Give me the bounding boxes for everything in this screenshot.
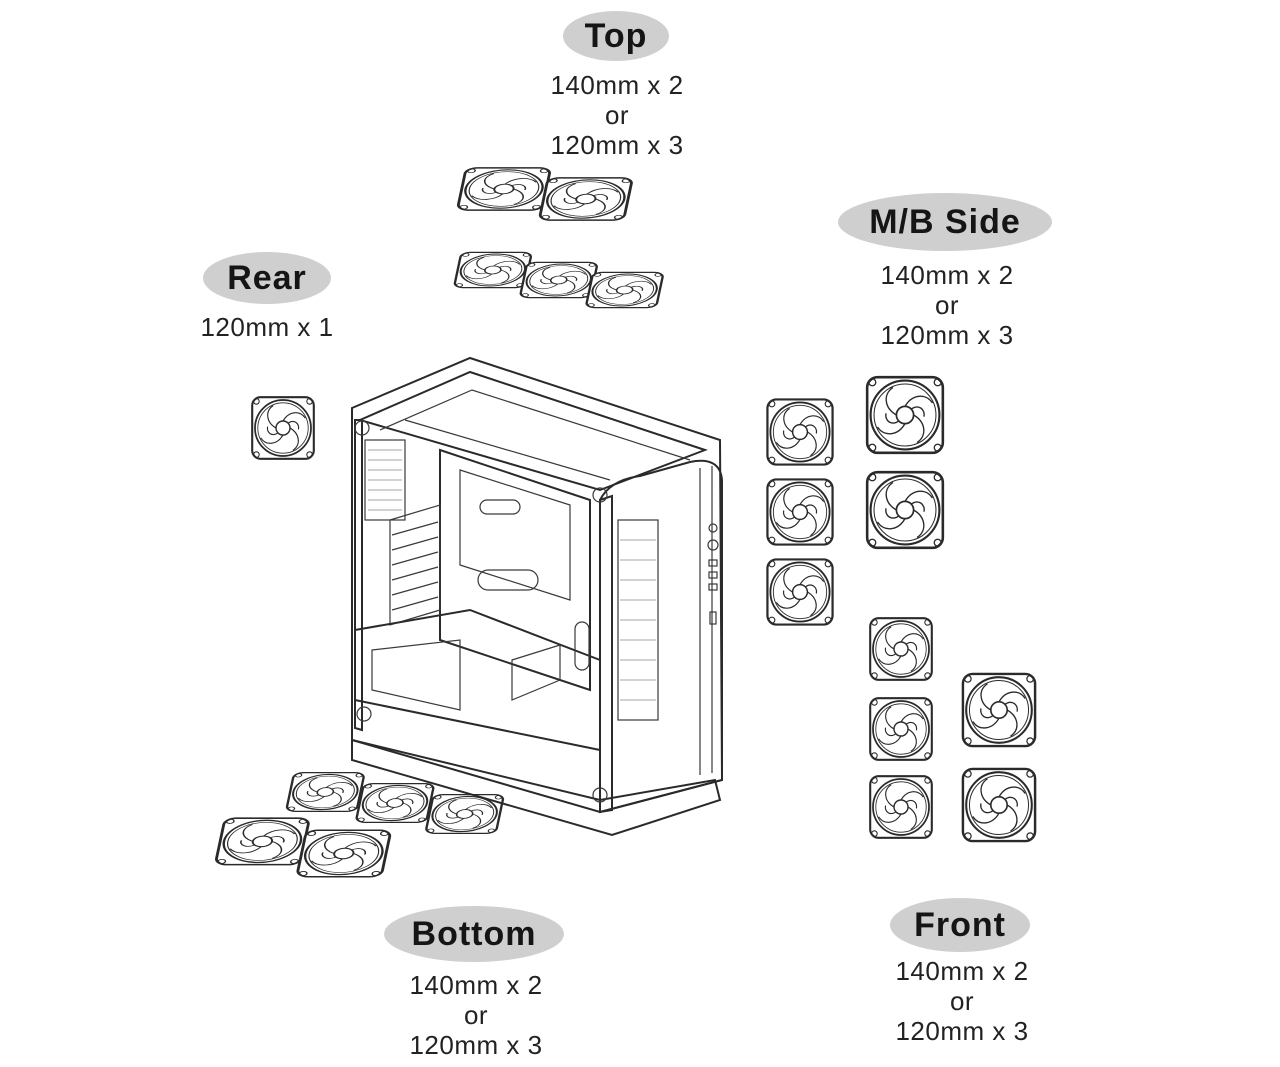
fan-icon — [452, 251, 534, 289]
fan-icon — [354, 782, 436, 824]
fan-icon — [865, 375, 945, 455]
fan-icon — [766, 398, 834, 466]
mbside-label: M/B Side — [838, 193, 1052, 251]
fan-icon — [868, 616, 934, 682]
front-spec-line1: 140mm x 2 — [895, 956, 1029, 986]
top-fan-group-140 — [455, 166, 635, 222]
fan-icon — [213, 816, 312, 867]
front-spec-line2: or — [949, 986, 975, 1016]
fan-icon — [284, 771, 366, 813]
front-spec: 140mm x 2 or 120mm x 3 — [862, 956, 1062, 1046]
mbside-spec: 140mm x 2 or 120mm x 3 — [847, 260, 1047, 350]
bottom-spec: 140mm x 2 or 120mm x 3 — [376, 970, 576, 1060]
fan-icon — [766, 558, 834, 626]
fan-icon — [961, 767, 1037, 843]
fan-icon — [868, 696, 934, 762]
mbside-fan-group-140 — [865, 375, 945, 550]
mbside-spec-line1: 140mm x 2 — [880, 260, 1014, 290]
fan-icon — [584, 271, 665, 309]
front-label: Front — [890, 898, 1030, 952]
front-fan-group-120 — [868, 616, 934, 840]
top-spec-line1: 140mm x 2 — [550, 70, 684, 100]
top-spec-line3: 120mm x 3 — [550, 130, 684, 160]
fan-icon — [766, 478, 834, 546]
rear-label: Rear — [203, 252, 331, 304]
fan-icon — [865, 470, 945, 550]
fan-icon — [537, 176, 635, 222]
fan-icon — [868, 774, 934, 840]
pc-case-icon — [351, 356, 724, 837]
fan-icon — [518, 261, 599, 299]
bottom-label: Bottom — [384, 906, 564, 962]
bottom-fan-group-120 — [284, 771, 506, 835]
bottom-fan-group-140 — [213, 816, 393, 879]
front-fan-group-140 — [961, 672, 1037, 843]
bottom-spec-line3: 120mm x 3 — [409, 1030, 543, 1060]
fan-icon — [455, 166, 553, 212]
fan-icon — [295, 828, 393, 879]
mbside-fan-group-120 — [766, 398, 834, 626]
top-spec-line2: or — [604, 100, 630, 130]
fan-icon — [961, 672, 1037, 748]
mbside-spec-line3: 120mm x 3 — [880, 320, 1014, 350]
bottom-spec-line1: 140mm x 2 — [409, 970, 543, 1000]
rear-fan-icon — [250, 395, 316, 461]
top-spec: 140mm x 2 or 120mm x 3 — [517, 70, 717, 160]
bottom-spec-line2: or — [463, 1000, 489, 1030]
rear-spec-line1: 120mm x 1 — [200, 312, 334, 342]
top-fan-group-120 — [452, 251, 665, 309]
mbside-spec-line2: or — [934, 290, 960, 320]
rear-spec: 120mm x 1 — [167, 312, 367, 342]
top-label: Top — [563, 11, 669, 61]
front-spec-line3: 120mm x 3 — [895, 1016, 1029, 1046]
